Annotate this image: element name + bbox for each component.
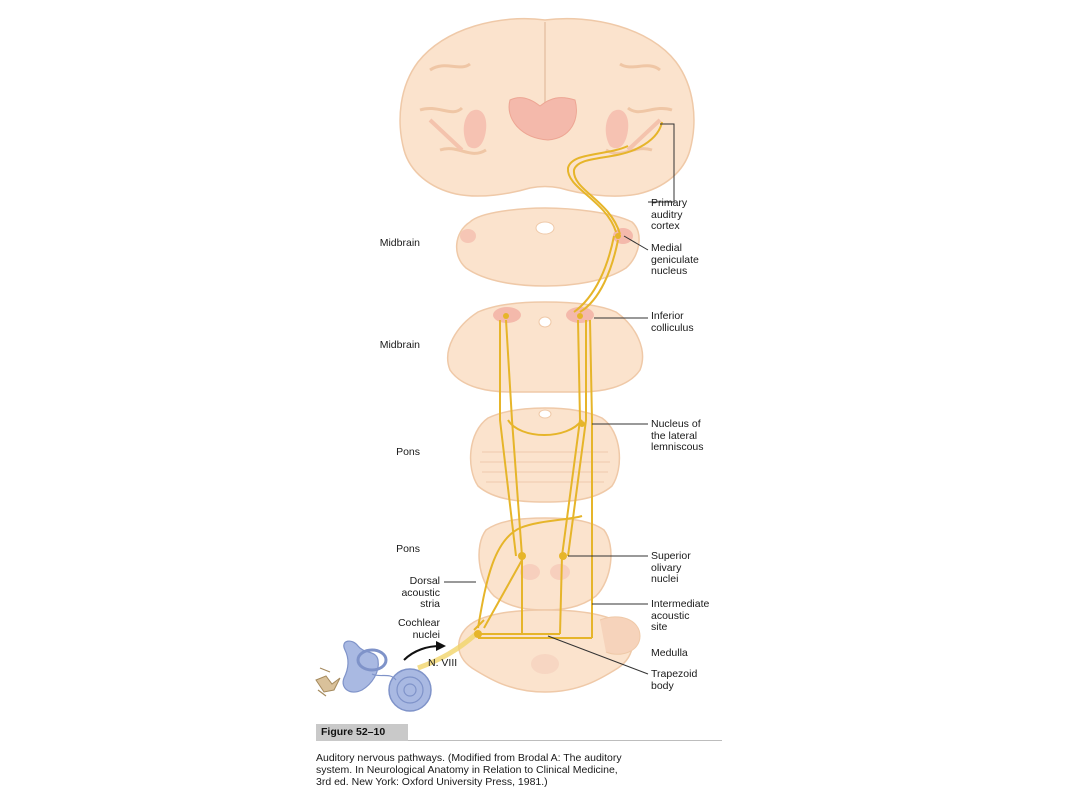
label-nucleus-lateral-lemniscus: Nucleus of the lateral lemniscous <box>651 418 704 453</box>
cochlea-illustration <box>315 640 432 712</box>
label-primary-auditory-cortex: Primary auditry cortex <box>651 197 688 232</box>
midbrain-lower-section <box>447 301 644 393</box>
label-pons-lower: Pons <box>396 543 420 555</box>
nerve-viii-fiber <box>417 632 478 671</box>
label-nerve-viii: N. VIII <box>428 657 458 669</box>
label-intermediate-acoustic-site: Intermediate acoustic site <box>651 598 710 633</box>
label-superior-olivary-nuclei: Superior olivary nuclei <box>651 550 691 585</box>
leader-lines <box>444 123 675 675</box>
medulla-section <box>458 609 641 693</box>
thalamus-region <box>508 97 577 141</box>
label-midbrain-lower: Midbrain <box>379 339 420 351</box>
auditory-pathway-fibers <box>473 121 663 639</box>
label-midbrain-upper: Midbrain <box>379 237 420 249</box>
label-trapezoid-body: Trapezoid body <box>651 668 698 692</box>
figure-tag: Figure 52–10 <box>316 724 408 741</box>
label-medial-geniculate-nucleus: Medial geniculate nucleus <box>651 242 699 277</box>
pons-upper-section <box>469 407 621 503</box>
label-pons-upper: Pons <box>396 446 420 458</box>
label-inferior-colliculus: Inferior colliculus <box>651 310 694 334</box>
pons-lower-section <box>478 517 612 611</box>
figure-rule <box>408 740 722 741</box>
label-medulla: Medulla <box>651 647 688 659</box>
label-cochlear-nuclei: Cochlear nuclei <box>397 617 440 641</box>
cerebrum-section <box>399 17 695 197</box>
nucleus-markers <box>474 233 621 638</box>
figure-caption: Auditory nervous pathways. (Modified fro… <box>316 752 622 788</box>
label-dorsal-acoustic-stria: Dorsal acoustic stria <box>401 575 440 610</box>
midbrain-upper-section <box>456 207 640 287</box>
